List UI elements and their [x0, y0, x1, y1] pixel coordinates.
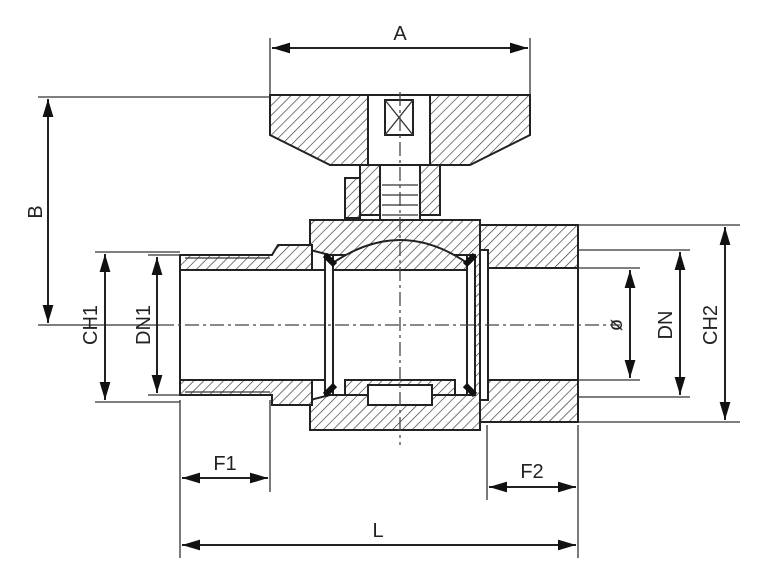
label-CH1: CH1	[80, 305, 102, 345]
label-L: L	[372, 520, 383, 542]
label-F2: F2	[520, 461, 543, 483]
label-phi: ø	[605, 319, 627, 331]
label-F1: F1	[213, 453, 236, 475]
right-nut	[479, 224, 579, 423]
label-A: A	[393, 23, 407, 45]
label-CH2: CH2	[700, 305, 722, 345]
extension-lines	[38, 38, 740, 558]
label-DN: DN	[655, 311, 677, 340]
label-B: B	[25, 205, 47, 218]
label-DN1: DN1	[133, 305, 155, 345]
dimension-lines	[42, 42, 731, 551]
handle	[269, 94, 531, 219]
